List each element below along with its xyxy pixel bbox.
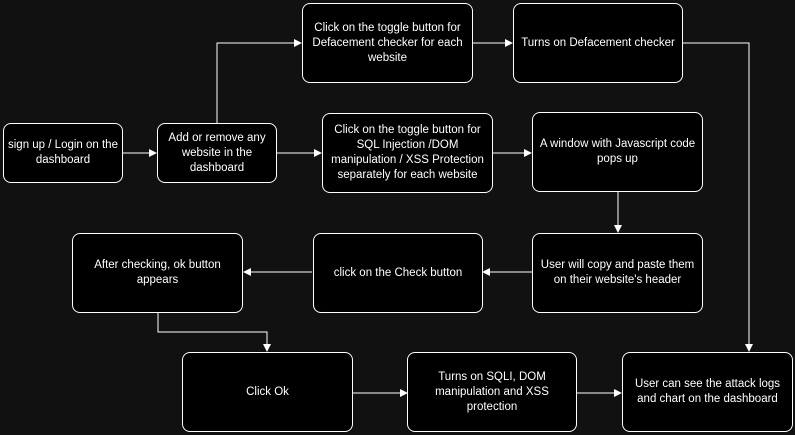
node-ok-appears-label: After checking, ok button appears (94, 259, 221, 286)
node-check-button: click on the Check button (313, 233, 483, 313)
node-defacement-on-label: Turns on Defacement checker (521, 36, 675, 49)
node-js-window: A window with Javascript code pops up (532, 112, 703, 192)
edge-add-remove-to-defacement-toggle (216, 39, 302, 123)
node-signup-label: sign up / Login on the dashboard (8, 139, 118, 166)
edge-defacement-on-to-attack-logs (683, 42, 753, 352)
node-protection-on-label: Turns on SQLI, DOM manipulation and XSS … (435, 370, 549, 413)
node-defacement-toggle-label: Click on the toggle button for Defacemen… (312, 21, 463, 64)
node-sqli-toggle-label: Click on the toggle button for SQL Injec… (331, 124, 484, 181)
node-ok-appears: After checking, ok button appears (72, 233, 243, 313)
node-check-button-label: click on the Check button (333, 266, 463, 279)
node-defacement-on: Turns on Defacement checker (513, 3, 683, 83)
node-protection-on: Turns on SQLI, DOM manipulation and XSS … (407, 352, 577, 432)
node-defacement-toggle: Click on the toggle button for Defacemen… (302, 3, 473, 83)
node-add-remove: Add or remove any website in the dashboa… (157, 123, 277, 183)
edge-ok-appears-to-click-ok (157, 313, 271, 352)
node-copy-paste: User will copy and paste them on their w… (532, 233, 703, 313)
node-signup: sign up / Login on the dashboard (3, 123, 123, 183)
node-sqli-toggle: Click on the toggle button for SQL Injec… (322, 113, 493, 193)
node-click-ok: Click Ok (182, 352, 353, 432)
node-attack-logs-label: User can see the attack logs and chart o… (634, 378, 781, 405)
node-click-ok-label: Click Ok (246, 385, 289, 398)
node-copy-paste-label: User will copy and paste them on their w… (540, 259, 695, 286)
node-attack-logs: User can see the attack logs and chart o… (622, 352, 793, 432)
node-add-remove-label: Add or remove any website in the dashboa… (168, 131, 266, 174)
node-js-window-label: A window with Javascript code pops up (539, 138, 696, 165)
